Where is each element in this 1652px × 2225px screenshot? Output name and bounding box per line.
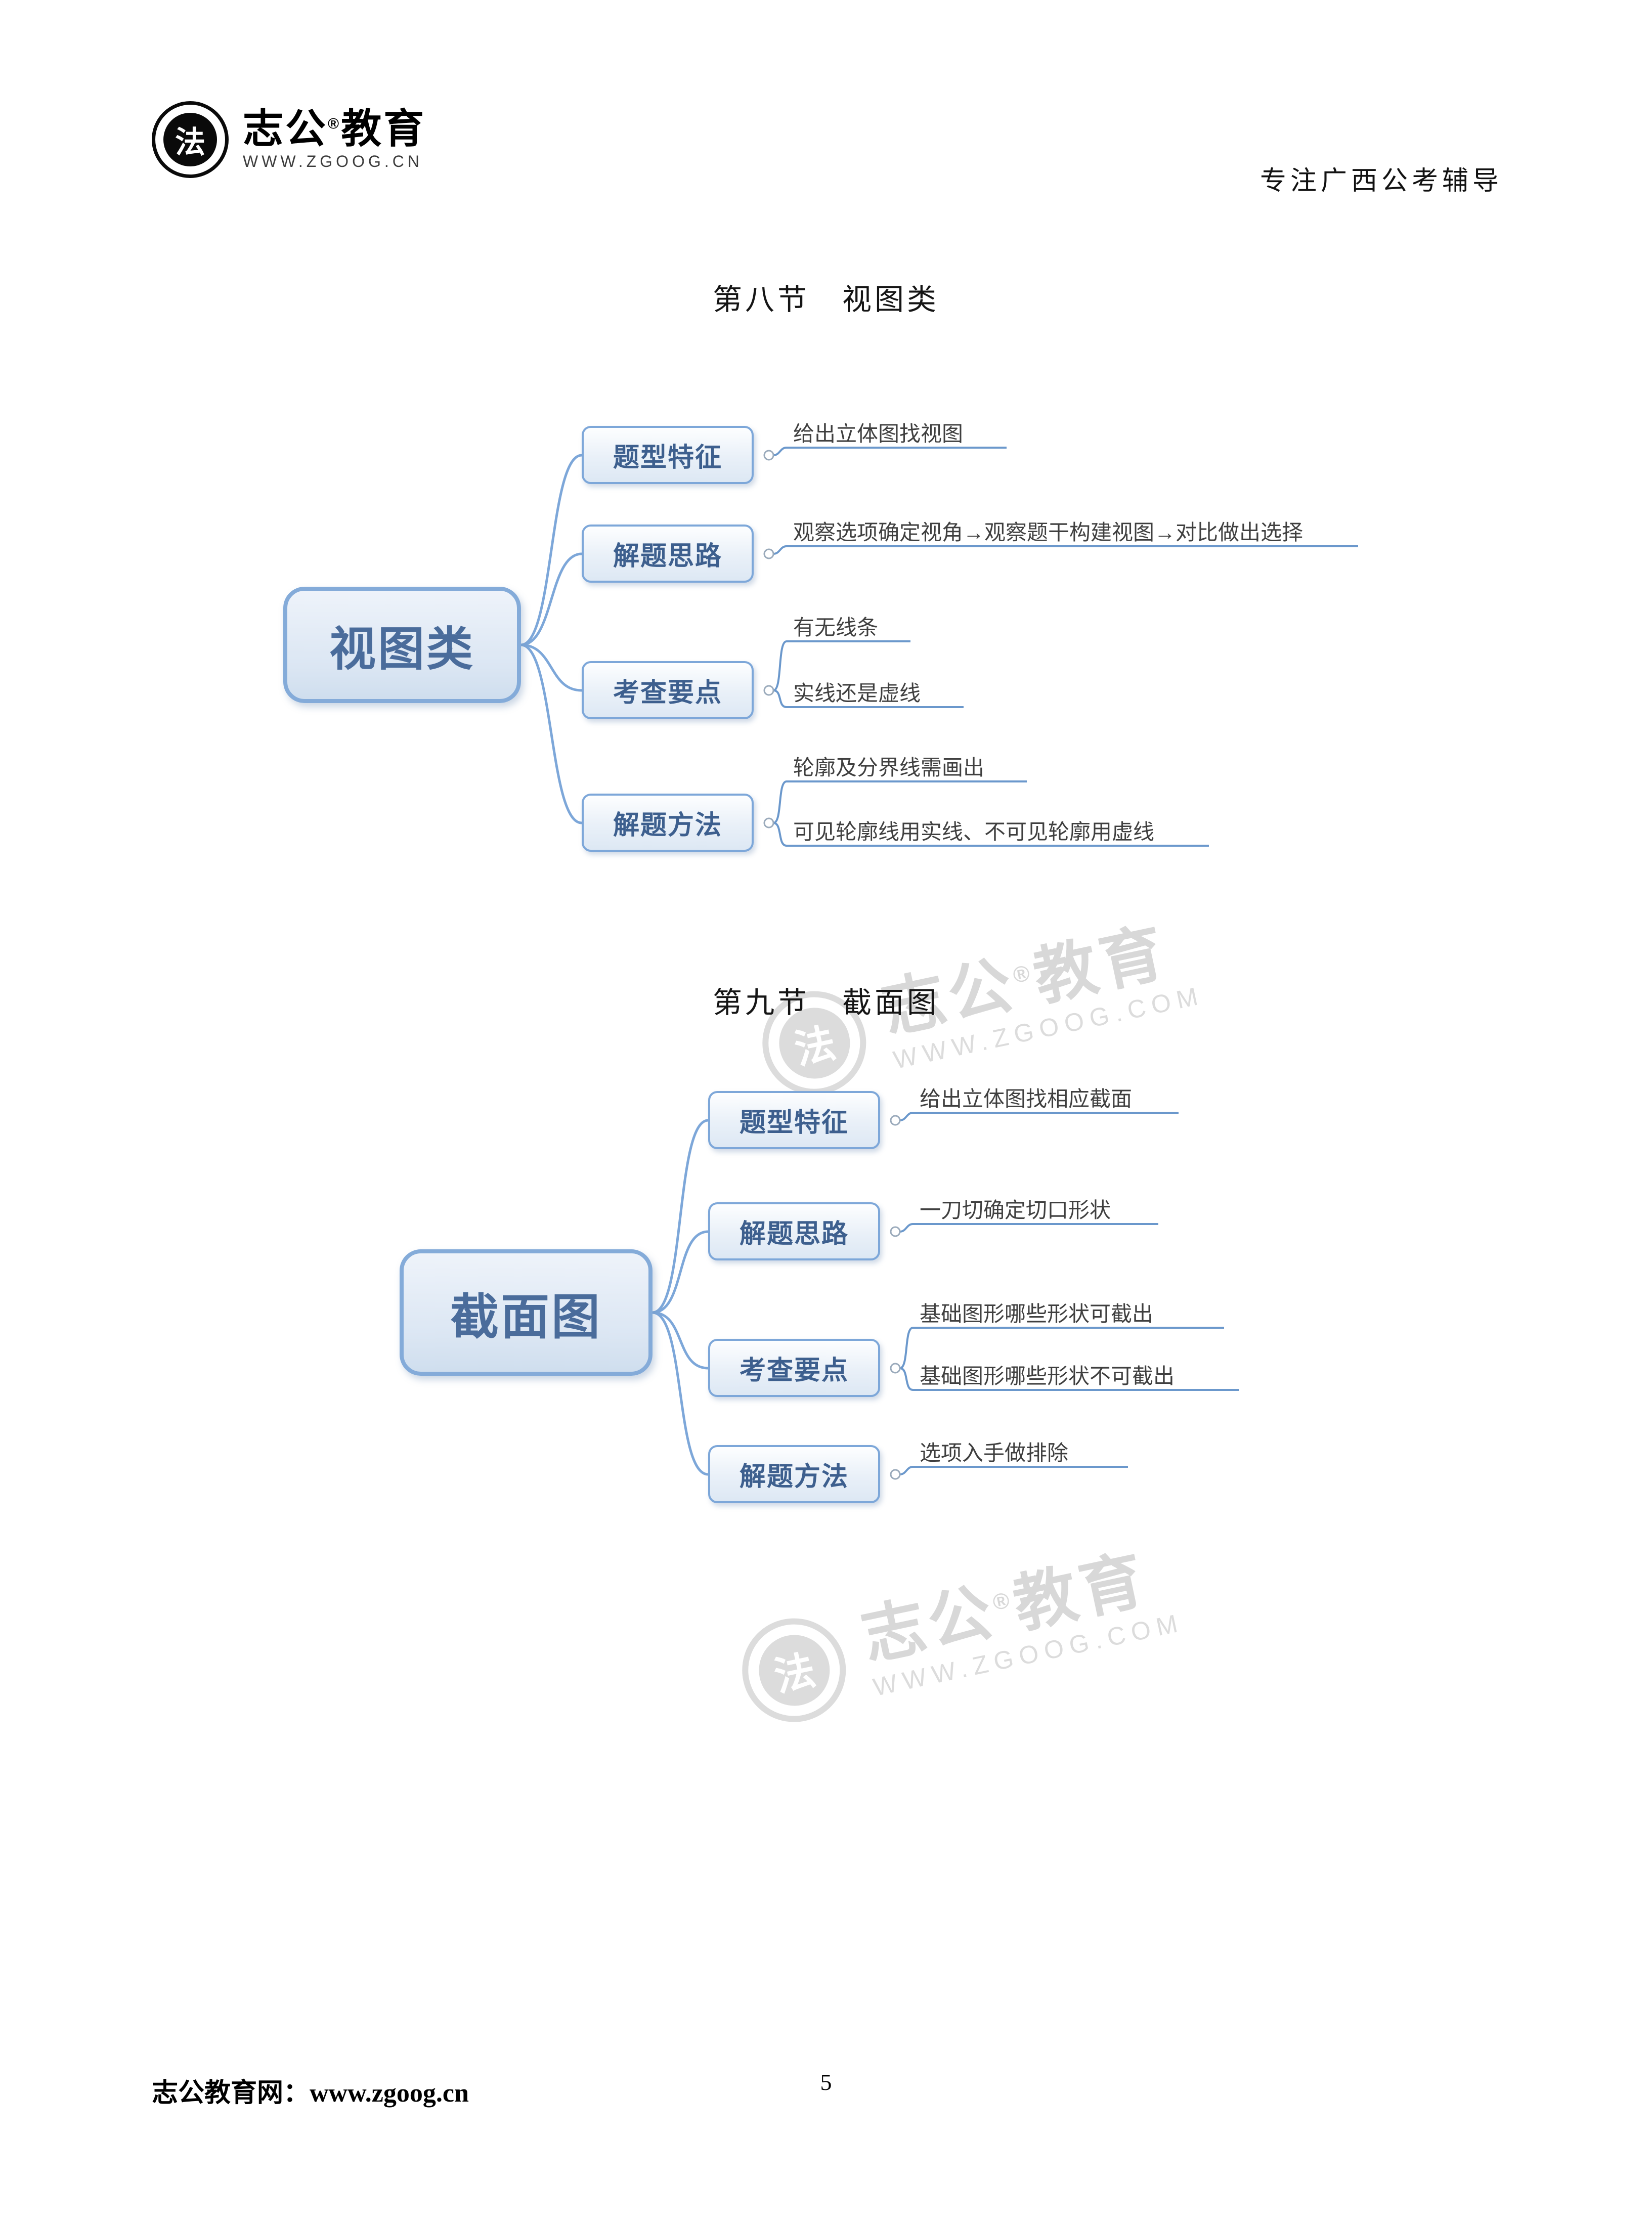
mm1-junction-dots [763,450,774,828]
mindmap2-branch-node: 解题方法 [708,1445,880,1503]
leaf-label: 一刀切确定切口形状 [920,1198,1111,1222]
mindmap2-root-node: 截面图 [400,1249,653,1376]
mindmap2-branch-node: 考查要点 [708,1339,880,1397]
mindmap2-connectors [652,1112,1239,1480]
watermark-seal-glyph: 法 [752,1628,836,1713]
logo-seal-glyph: 法 [163,113,217,166]
mindmap2-branch-node: 解题思路 [708,1202,880,1260]
registered-mark: ® [328,115,341,132]
mindmap1-connectors [520,447,1358,847]
brand-name-left: 志公 [243,106,328,151]
brand-url: WWW.ZGOOG.CN [243,152,423,170]
watermark-url: WWW.ZGOOG.COM [871,1608,1186,1702]
watermark-brand-left: 志公 [855,1576,1002,1673]
mindmap1-branch-node: 解题方法 [582,794,754,852]
watermark-text: 志公®教育 WWW.ZGOOG.COM [856,1542,1186,1702]
leaf-label: 可见轮廓线用实线、不可见轮廓用虚线 [793,820,1155,844]
watermark-brand: 志公®教育 [856,1542,1179,1673]
leaf-label: 给出立体图找视图 [793,422,964,446]
leaf-label: 有无线条 [793,616,879,639]
mm2-junction-dots [890,1115,901,1480]
section-title-1: 第八节 视图类 [712,283,939,316]
leaf-label: 选项入手做排除 [920,1441,1069,1465]
leaf-label: 实线还是虚线 [793,681,921,705]
leaf-label: 观察选项确定视角→观察题干构建视图→对比做出选择 [793,520,1303,544]
brand-name: 志公®教育 [243,106,426,151]
mindmap1-root-node: 视图类 [283,587,521,703]
page-number: 5 [820,2069,832,2095]
mindmap1-branch-node: 题型特征 [582,426,754,484]
mindmap1-branch-node: 考查要点 [582,661,754,719]
mm2-leaf-lines [899,1112,1239,1475]
watermark-seal-icon: 法 [732,1608,856,1732]
leaf-label: 基础图形哪些形状可截出 [920,1302,1154,1326]
leaf-label: 给出立体图找相应截面 [920,1087,1133,1111]
watermark-brand-right: 教育 [1007,1544,1154,1641]
logo-text: 志公®教育 WWW.ZGOOG.CN [243,106,426,171]
header-tagline: 专注广西公考辅导 [1259,167,1503,196]
logo-seal-icon: 法 [152,101,229,178]
leaf-label: 基础图形哪些形状不可截出 [920,1364,1175,1388]
mm2-root-branch-curves [652,1119,709,1476]
watermark-registered-mark: ® [990,1587,1016,1616]
footer-site-link: 志公教育网：www.zgoog.cn [152,2079,469,2108]
section-title-2: 第九节 截面图 [712,986,939,1019]
brand-name-right: 教育 [341,106,426,151]
mm1-leaf-lines [773,447,1358,847]
mindmap2-branch-node: 题型特征 [708,1091,880,1149]
leaf-label: 轮廓及分界线需画出 [793,756,985,779]
mm1-root-branch-curves [520,454,582,824]
watermark: 法 志公®教育 WWW.ZGOOG.COM [732,1538,1187,1732]
brand-logo: 法 志公®教育 WWW.ZGOOG.CN [152,101,426,178]
mindmap1-branch-node: 解题思路 [582,525,754,583]
